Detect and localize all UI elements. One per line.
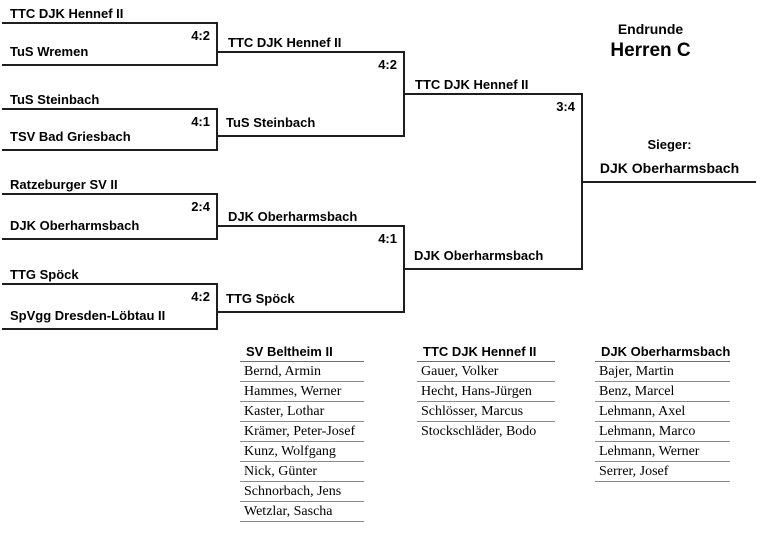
team-name: TTC DJK Hennef II [415,77,529,92]
team-name: TTC DJK Hennef II [10,6,124,21]
roster-ttc-djk-hennef: TTC DJK Hennef II Gauer, Volker Hecht, H… [417,344,555,442]
event-class-title: Herren C [610,40,691,61]
round1-match-1: TTC DJK Hennef II 4:2 TuS Wremen [2,6,218,66]
roster-player: Kunz, Wolfgang [240,442,364,462]
semifinal-match-2: DJK Oberharmsbach 4:1 TTG Spöck [218,209,405,313]
roster-player: Kaster, Lothar [240,402,364,422]
round1-match-2: TuS Steinbach 4:1 TSV Bad Griesbach [2,92,218,151]
roster-team-name: DJK Oberharmsbach [595,344,730,362]
team-name: TuS Steinbach [226,115,316,130]
team-name: DJK Oberharmsbach [228,209,358,224]
team-name: TTG Spöck [10,267,79,282]
roster-player: Bajer, Martin [595,362,730,382]
roster-player: Krämer, Peter-Josef [240,422,364,442]
roster-player: Wetzlar, Sascha [240,502,364,522]
roster-player: Bernd, Armin [240,362,364,382]
event-heading: Endrunde Herren C [563,21,738,62]
winner-name: DJK Oberharmsbach [599,160,740,176]
roster-djk-oberharmsbach: DJK Oberharmsbach Bajer, Martin Benz, Ma… [595,344,730,482]
match-score: 4:2 [191,28,210,43]
team-name: TuS Steinbach [10,92,100,107]
team-name: SpVgg Dresden-Löbtau II [10,308,166,323]
match-score: 4:1 [191,114,210,129]
roster-player: Schnorbach, Jens [240,482,364,502]
team-name: TuS Wremen [10,44,89,59]
round1-match-3: Ratzeburger SV II 2:4 DJK Oberharmsbach [2,177,218,240]
roster-player: Stockschläder, Bodo [421,424,537,439]
team-name: TTG Spöck [226,291,295,306]
team-name: DJK Oberharmsbach [414,248,544,263]
match-score: 3:4 [556,99,575,114]
winner-block: Sieger: DJK Oberharmsbach [583,131,756,183]
roster-player: Lehmann, Marco [595,422,730,442]
roster-player: Hammes, Werner [240,382,364,402]
team-name: TTC DJK Hennef II [228,35,342,50]
roster-player: Benz, Marcel [595,382,730,402]
team-name: DJK Oberharmsbach [10,218,140,233]
semifinal-match-1: TTC DJK Hennef II 4:2 TuS Steinbach [218,35,405,137]
roster-player: Nick, Günter [240,462,364,482]
roster-player: Lehmann, Axel [595,402,730,422]
winner-label: Sieger: [647,137,692,152]
match-score: 4:2 [191,289,210,304]
roster-team-name: TTC DJK Hennef II [417,344,555,362]
match-score: 4:2 [378,57,397,72]
team-name: Ratzeburger SV II [10,177,118,192]
roster-sv-beltheim: SV Beltheim II Bernd, Armin Hammes, Wern… [240,344,364,522]
roster-player: Serrer, Josef [595,462,730,482]
roster-player: Schlösser, Marcus [417,402,555,422]
match-score: 2:4 [191,199,210,214]
event-round-title: Endrunde [617,21,684,37]
roster-player: Gauer, Volker [417,362,555,382]
round1-match-4: TTG Spöck 4:2 SpVgg Dresden-Löbtau II [2,267,218,330]
roster-player: Lehmann, Werner [595,442,730,462]
team-name: TSV Bad Griesbach [10,129,131,144]
roster-team-name: SV Beltheim II [240,344,364,362]
match-score: 4:1 [378,231,397,246]
roster-player: Hecht, Hans-Jürgen [417,382,555,402]
final-match: TTC DJK Hennef II 3:4 DJK Oberharmsbach [405,77,583,270]
